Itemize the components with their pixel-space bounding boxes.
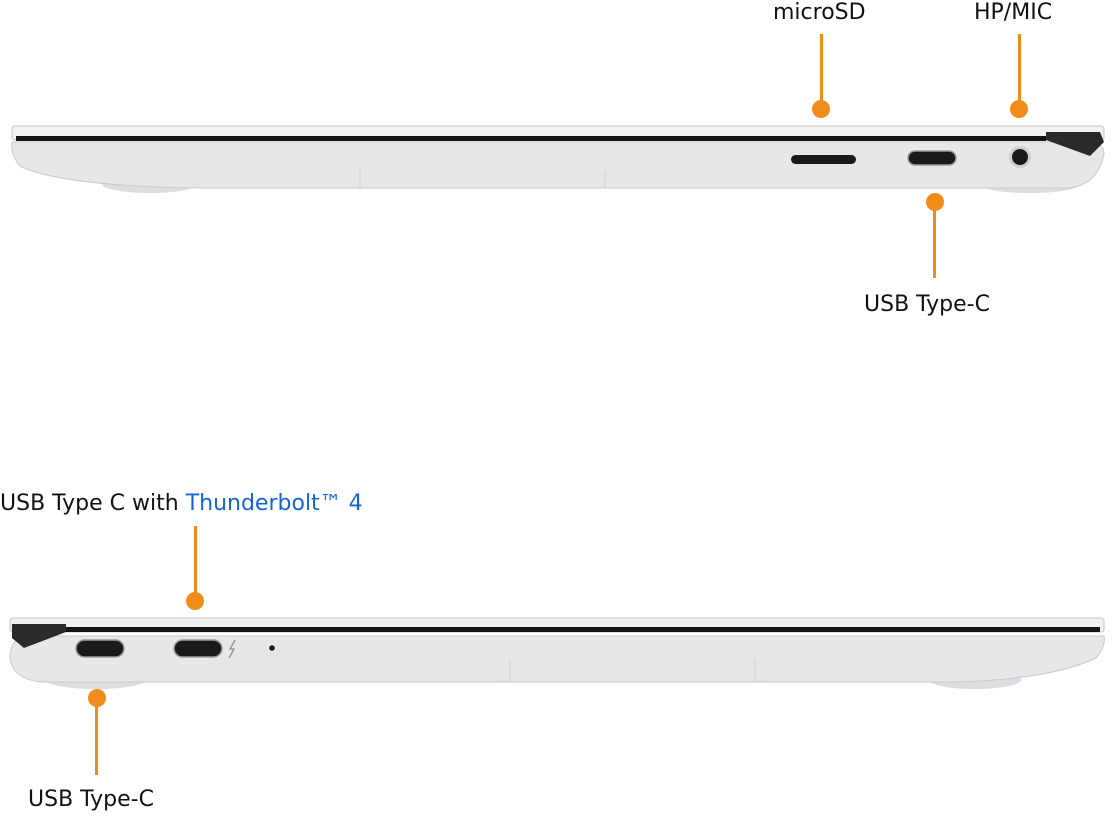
microsd-leader-dot — [812, 100, 830, 118]
status-led — [269, 645, 275, 651]
laptop-base — [11, 141, 1105, 189]
hinge-end — [1046, 132, 1104, 156]
usb-c-thunderbolt-leader-line — [194, 526, 197, 596]
usb-c-thunderbolt-label-prefix: USB Type C with — [0, 491, 186, 516]
usb-c-left-leader-line — [95, 702, 98, 775]
usb-c-left-leader-dot — [88, 689, 106, 707]
usb-c-thunderbolt-label: USB Type C with Thunderbolt™ 4 — [0, 493, 363, 515]
thunderbolt-4-text: Thunderbolt™ 4 — [185, 491, 363, 516]
laptop-base — [9, 635, 1105, 683]
usb-c-right-leader-line — [933, 206, 936, 278]
usb-c-port-left — [75, 639, 125, 658]
laptop-right-side-view — [11, 125, 1105, 193]
usb-c-left-label: USB Type-C — [28, 787, 154, 812]
hinge-gap — [16, 136, 1046, 141]
microsd-slot — [791, 155, 856, 164]
hp-mic-leader-line — [1018, 34, 1021, 104]
usb-c-right-leader-dot — [926, 193, 944, 211]
usb-c-thunderbolt-port — [173, 639, 223, 658]
hinge-gap — [66, 627, 1100, 632]
microsd-leader-line — [820, 34, 823, 104]
hp-mic-leader-dot — [1010, 100, 1028, 118]
thunderbolt-icon — [228, 639, 236, 659]
usb-c-right-label: USB Type-C — [864, 292, 990, 317]
laptop-left-side-view — [9, 617, 1105, 689]
hinge-end — [12, 624, 66, 648]
usb-c-thunderbolt-leader-dot — [186, 592, 204, 610]
hp-mic-label: HP/MIC — [974, 0, 1053, 25]
usb-c-port-right — [907, 150, 957, 166]
microsd-label: microSD — [773, 0, 866, 25]
